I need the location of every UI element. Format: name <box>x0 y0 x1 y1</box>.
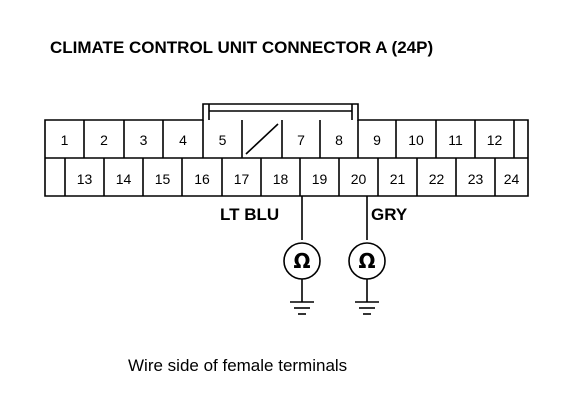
ohm-symbol: Ω <box>358 249 375 273</box>
terminal-number: 5 <box>219 132 227 148</box>
terminal-number: 13 <box>77 171 93 187</box>
terminal-number: 15 <box>155 171 171 187</box>
terminal-number: 14 <box>116 171 132 187</box>
terminal-number: 22 <box>429 171 445 187</box>
ohmmeter-icon: Ω <box>283 242 321 280</box>
bottom-row-cells: 13 14 15 16 17 18 19 20 21 22 23 24 <box>64 158 520 196</box>
unused-terminal-mark <box>245 123 279 155</box>
wire-color-label-lt-blu: LT BLU <box>220 205 279 224</box>
terminal-number: 16 <box>194 171 210 187</box>
terminal-number: 20 <box>351 171 367 187</box>
terminal-number: 23 <box>468 171 484 187</box>
ohm-symbol: Ω <box>293 249 310 273</box>
terminal-number: 24 <box>504 171 520 187</box>
terminal-number: 21 <box>390 171 406 187</box>
terminal-number: 10 <box>408 132 424 148</box>
wire-color-label-gry: GRY <box>371 205 408 224</box>
connector-housing <box>44 103 529 197</box>
ohmmeter-icon: Ω <box>348 242 386 280</box>
ground-icon <box>355 279 379 315</box>
terminal-number: 11 <box>448 132 463 148</box>
diagram-caption: Wire side of female terminals <box>128 356 347 375</box>
ground-icon <box>290 279 314 315</box>
terminal-number: 4 <box>179 132 187 148</box>
terminal-number: 8 <box>335 132 343 148</box>
terminal-number: 1 <box>61 132 69 148</box>
terminal-number: 2 <box>100 132 108 148</box>
terminal-number: 19 <box>312 171 328 187</box>
terminal-number: 18 <box>273 171 289 187</box>
diagram-title: CLIMATE CONTROL UNIT CONNECTOR A (24P) <box>50 38 433 57</box>
terminal-number: 7 <box>297 132 305 148</box>
terminal-number: 9 <box>373 132 381 148</box>
terminal-number: 17 <box>234 171 250 187</box>
terminal-number: 3 <box>140 132 148 148</box>
terminal-number: 12 <box>487 132 503 148</box>
